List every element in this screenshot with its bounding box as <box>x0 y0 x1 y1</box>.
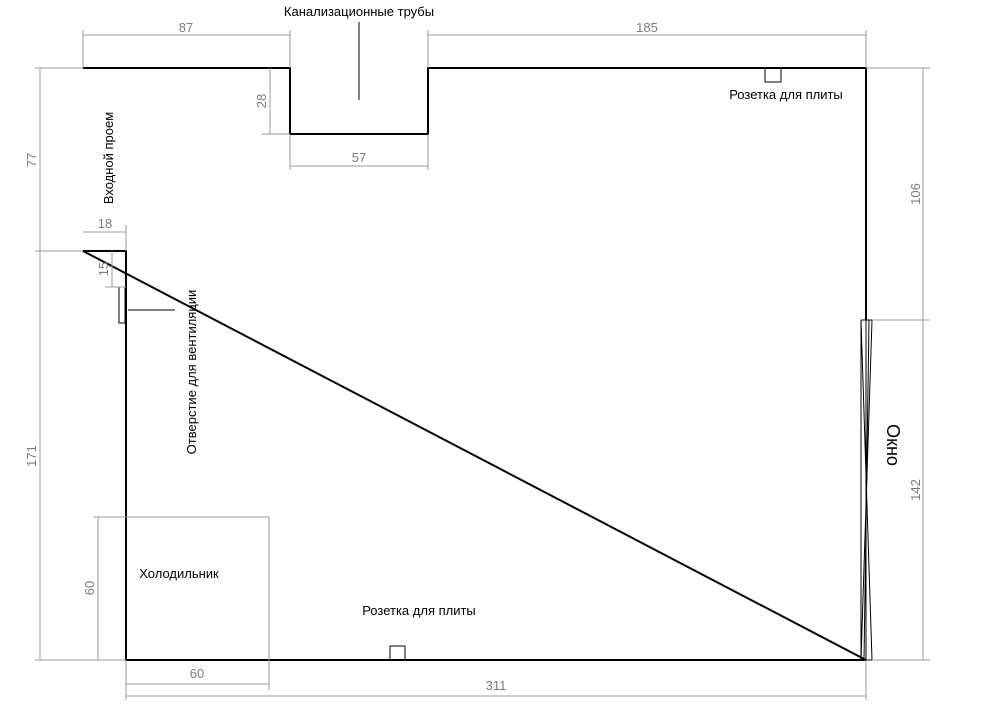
dim-left-upper: 77 <box>24 153 39 167</box>
dim-top-right: 185 <box>636 20 658 35</box>
dim-fridge-width: 60 <box>190 666 204 681</box>
dimension-lines <box>35 30 930 700</box>
stove-outlet-bottom <box>389 645 406 661</box>
dim-niche-depth: 28 <box>254 94 269 108</box>
dim-niche-width: 57 <box>352 150 366 165</box>
dim-entrance-step: 18 <box>98 216 112 231</box>
dim-right-upper: 106 <box>908 183 923 205</box>
entrance-label: Входной проем <box>101 112 116 204</box>
stove-outlet-top <box>764 67 782 83</box>
dim-fridge-height: 60 <box>82 581 97 595</box>
sewer-pipes-label: Канализационные трубы <box>284 4 434 19</box>
dim-total-width: 311 <box>486 678 507 693</box>
fridge-label: Холодильник <box>139 566 219 581</box>
stove-outlet-bottom-label: Розетка для плиты <box>362 603 476 618</box>
dim-top-left: 87 <box>179 20 193 35</box>
dim-left-lower: 171 <box>24 445 39 467</box>
fridge-outline <box>126 516 270 660</box>
stove-outlet-top-label: Розетка для плиты <box>729 87 843 102</box>
ventilation-label: Отверстие для вентиляции <box>184 290 199 455</box>
window <box>860 319 873 661</box>
dim-right-lower: 142 <box>908 479 923 501</box>
dim-step-height: 15 <box>96 262 111 276</box>
ventilation-opening <box>118 286 126 324</box>
window-label: Окно <box>883 424 903 466</box>
